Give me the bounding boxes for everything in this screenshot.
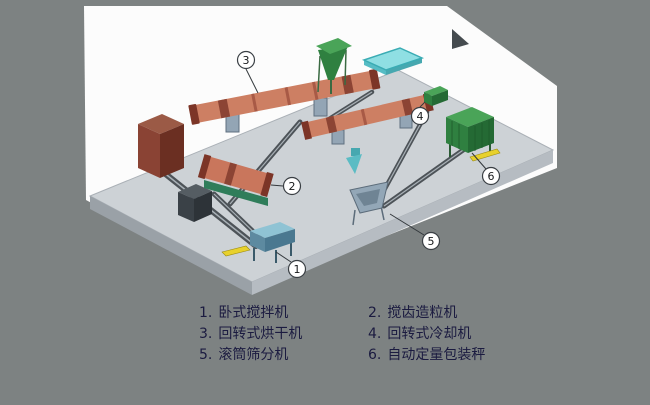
callout-5: 5 (421, 231, 441, 251)
callout-4: 4 (410, 106, 430, 126)
control-unit (178, 184, 212, 222)
legend-item-6: 6. 自动定量包装秤 (368, 345, 485, 366)
legend-item-5-label: 滚筒筛分机 (218, 347, 289, 363)
rotary-cooler (301, 92, 434, 145)
fan-unit (424, 86, 448, 106)
callout-3: 3 (236, 50, 256, 70)
callout-6: 6 (481, 166, 501, 186)
feeder-cabinet (138, 114, 184, 178)
legend-item-6-label: 自动定量包装秤 (387, 347, 486, 363)
corner-arrow-icon (452, 29, 469, 49)
svg-text:2: 2 (289, 180, 296, 193)
legend-item-2: 2. 搅齿造粒机 (368, 303, 485, 324)
legend-item-1-number: 1. (199, 305, 213, 321)
legend-item-2-number: 2. (368, 305, 382, 321)
horizontal-mixer (221, 222, 295, 263)
svg-text:5: 5 (428, 235, 435, 248)
conveyor-screener-packer (381, 145, 469, 209)
conveyor-granulator-dryer (227, 119, 303, 207)
small-cyclone (346, 148, 362, 174)
svg-text:4: 4 (417, 110, 424, 123)
legend-item-3-number: 3. (199, 326, 213, 342)
legend-item-6-number: 6. (368, 347, 382, 363)
svg-text:3: 3 (243, 54, 250, 67)
legend-item-1-label: 卧式搅拌机 (218, 305, 289, 321)
legend: 1. 卧式搅拌机 2. 搅齿造粒机 3. 回转式烘干机 4. 回转式冷却机 5. 滚筒筛分… (199, 303, 485, 366)
legend-item-5: 5. 滚筒筛分机 (199, 345, 368, 366)
legend-item-2-label: 搅齿造粒机 (387, 305, 458, 321)
legend-item-1: 1. 卧式搅拌机 (199, 303, 368, 324)
cooling-tank (361, 47, 425, 75)
granulator (197, 154, 274, 206)
rotary-dryer (188, 68, 381, 133)
svg-text:6: 6 (488, 170, 495, 183)
legend-item-4: 4. 回转式冷却机 (368, 324, 485, 345)
legend-item-4-number: 4. (368, 326, 382, 342)
packing-scale (446, 107, 501, 162)
drum-screener (349, 181, 389, 226)
callout-markers: 1 2 3 4 5 6 (236, 50, 501, 279)
legend-item-4-label: 回转式冷却机 (387, 326, 472, 342)
legend-item-3-label: 回转式烘干机 (218, 326, 303, 342)
cyclone-hopper (316, 38, 352, 94)
floor-platform (88, 69, 555, 295)
callout-1: 1 (287, 259, 307, 279)
callout-2: 2 (282, 176, 302, 196)
callout-leader-lines (245, 68, 487, 263)
legend-item-3: 3. 回转式烘干机 (199, 324, 368, 345)
svg-text:1: 1 (294, 263, 301, 276)
conveyor-cooler-screener (379, 109, 430, 197)
legend-item-5-number: 5. (199, 347, 213, 363)
